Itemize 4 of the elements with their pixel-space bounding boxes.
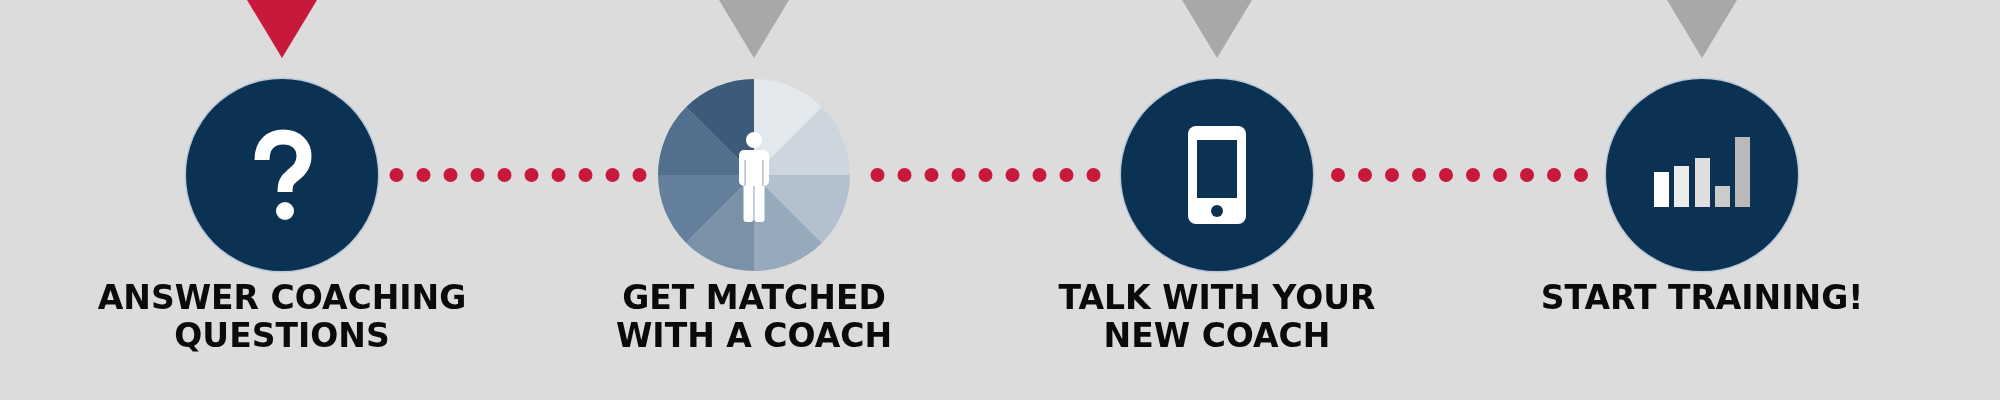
step-title: ANSWER COACHING QUESTIONS	[96, 279, 468, 355]
step-title: TALK WITH YOUR NEW COACH	[1057, 279, 1377, 355]
step-title: GET MATCHED WITH A COACH	[614, 279, 894, 355]
step-title: START TRAINING!	[1539, 279, 1865, 317]
